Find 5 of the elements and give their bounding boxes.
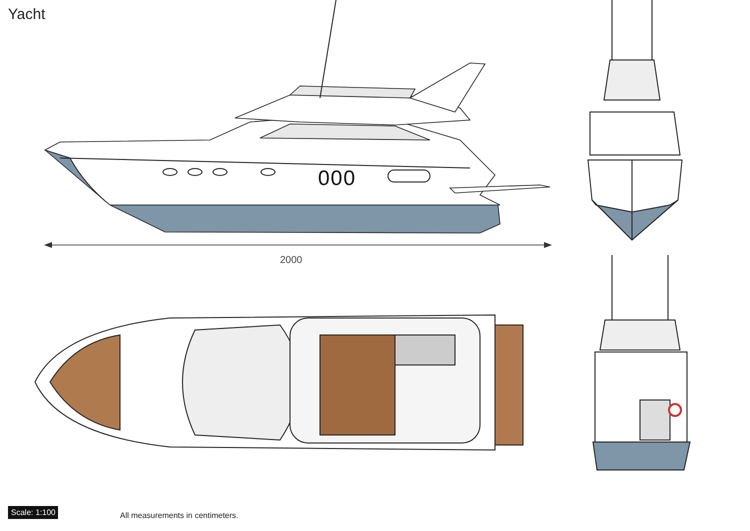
dimension-label: 2000 (280, 255, 302, 266)
title: Yacht (8, 6, 46, 23)
hull-number: 000 (318, 168, 356, 189)
scale-label: Scale: 1:100 (8, 506, 58, 519)
note: All measurements in centimeters. (120, 511, 238, 520)
